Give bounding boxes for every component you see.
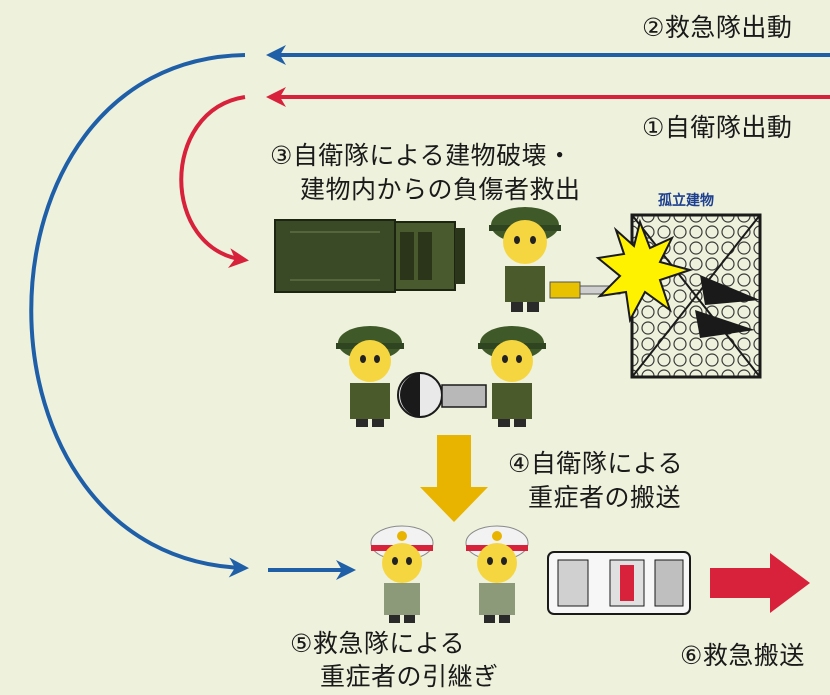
rescue-worker-icon — [465, 525, 529, 623]
ambulance-icon — [547, 551, 691, 615]
rescue-worker-icon — [370, 525, 434, 623]
soldier-icon — [478, 326, 546, 427]
step-building-rescue-line2: 建物内からの負傷者救出 — [300, 175, 581, 204]
explosion-icon — [595, 218, 694, 324]
step-sdf-transport-line2: 重症者の搬送 — [528, 483, 682, 512]
step-handover-line1: ⑤救急隊による — [290, 629, 466, 658]
soldier-icon — [489, 207, 561, 312]
isolated-building-label: 孤立建物 — [658, 193, 714, 209]
injured-person-icon — [397, 372, 487, 418]
ambulance-route-curve — [29, 53, 249, 578]
step-sdf-transport-line1: ④自衛隊による — [508, 449, 684, 478]
step-emergency-transport: ⑥救急搬送 — [680, 641, 805, 670]
step-sdf-dispatch: ①自衛隊出動 — [642, 113, 793, 142]
military-truck-icon — [274, 219, 465, 293]
emergency-transport-arrow — [710, 553, 810, 613]
step-handover-line2: 重症者の引継ぎ — [320, 662, 499, 691]
sdf-route-curve — [179, 95, 249, 269]
transport-arrow — [420, 435, 488, 522]
chainsaw-icon — [549, 281, 621, 299]
step-ambulance-dispatch: ②救急隊出動 — [642, 13, 793, 42]
soldier-icon — [336, 326, 404, 427]
step-building-rescue-line1: ③自衛隊による建物破壊・ — [270, 141, 573, 170]
